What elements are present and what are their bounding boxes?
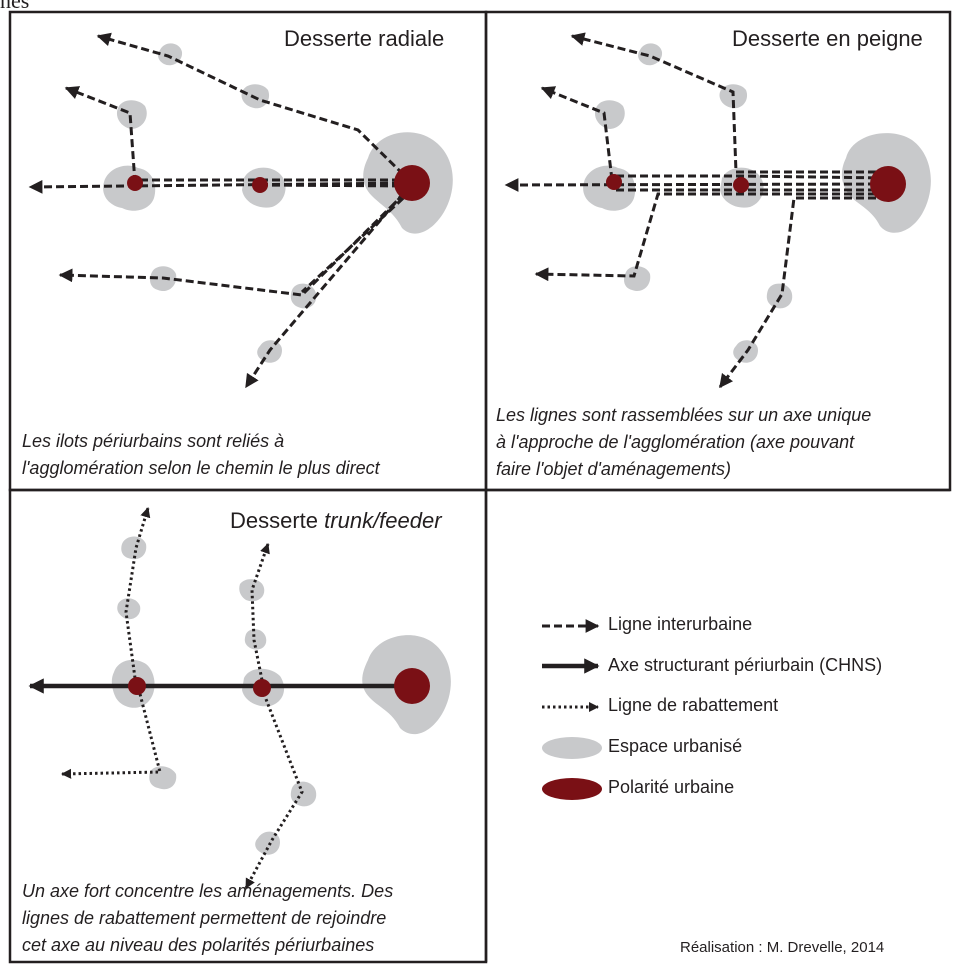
radial-line-northwest [64, 86, 137, 184]
feeder-south-1 [60, 693, 162, 779]
polarity [127, 175, 143, 191]
comb-line-west [504, 178, 889, 192]
radial-urban-spaces [103, 43, 453, 363]
legend-symbols [542, 619, 602, 800]
radial-line-west-3 [259, 183, 413, 188]
feeder-north-1 [124, 507, 151, 679]
urban-space [149, 766, 177, 790]
comb-urban-spaces [583, 43, 931, 363]
legend-label-urban-space: Espace urbanisé [608, 736, 743, 756]
caption-trunk: Un axe fort concentre les aménagements. … [22, 878, 393, 959]
urban-space [244, 629, 267, 650]
caption-radial: Les ilots périurbains sont reliés à l'ag… [22, 428, 380, 482]
radial-dashed-lines [28, 32, 414, 389]
legend-label-feeder: Ligne de rabattement [608, 695, 779, 715]
polarity [128, 677, 146, 695]
caption-line: Un axe fort concentre les aménagements. … [22, 881, 394, 901]
comb-polarities [606, 166, 906, 202]
caption-line: à l'approche de l'agglomération (axe pou… [496, 432, 855, 452]
urban-space [719, 84, 748, 109]
caption-line: l'agglomération selon le chemin le plus … [22, 458, 380, 478]
caption-line: lignes de rabattement permettent de rejo… [22, 908, 387, 928]
legend-label-urban-polarity: Polarité urbaine [608, 777, 735, 797]
legend-grey-ellipse [542, 737, 602, 759]
comb-line-southwest [718, 196, 888, 389]
comb-line-north [570, 32, 888, 174]
trunk-polarities [128, 668, 430, 704]
polarity [253, 679, 271, 697]
urban-space [624, 266, 651, 292]
radial-line-southwest-2 [300, 188, 414, 294]
urban-space [594, 100, 625, 129]
caption-line: cet axe au niveau des polarités périurba… [22, 935, 375, 955]
urban-space [116, 100, 147, 129]
cropped-heading-fragment: nes [0, 0, 30, 13]
polarity-agglomeration [394, 668, 430, 704]
panel-title-trunk-italic: trunk/feeder [324, 508, 442, 533]
polarity [252, 177, 268, 193]
panel-frames [8, 10, 952, 964]
caption-line: Les lignes sont rassemblées sur un axe u… [496, 405, 872, 425]
urban-space [255, 831, 280, 855]
urban-space [239, 579, 265, 602]
trunk-feeder-lines [60, 507, 304, 889]
frame-radial [8, 10, 488, 492]
panel-title-radial: Desserte radiale [284, 26, 445, 51]
polarity [733, 177, 749, 193]
urban-space [290, 283, 317, 309]
panel-title-comb: Desserte en peigne [732, 26, 923, 51]
comb-line-west-low [534, 192, 888, 282]
radial-line-north [96, 32, 414, 185]
legend-red-ellipse [542, 778, 602, 800]
caption-line: Les ilots périurbains sont reliés à [22, 431, 285, 451]
comb-line-1 [612, 174, 889, 180]
feeder-south-2 [244, 693, 304, 889]
radial-line-west [28, 179, 413, 194]
panel-title-trunk-prefix: Desserte [230, 508, 325, 533]
radial-line-southwest [244, 182, 414, 389]
legend-label-interurban: Ligne interurbaine [608, 614, 753, 634]
caption-comb: Les lignes sont rassemblées sur un axe u… [496, 402, 871, 483]
comb-line-northwest [540, 86, 614, 181]
polarity-agglomeration [394, 165, 430, 201]
caption-line: faire l'objet d'aménagements) [496, 459, 732, 479]
credit-text: Réalisation : M. Drevelle, 2014 [680, 939, 885, 956]
urban-space [290, 781, 317, 807]
radial-polarities [127, 165, 430, 201]
legend-label-structuring-axis: Axe structurant périurbain (CHNS) [608, 655, 883, 675]
feeder-north-2 [250, 543, 270, 681]
urban-space [117, 598, 141, 620]
polarity-agglomeration [870, 166, 906, 202]
urban-space [121, 536, 147, 560]
polarity [606, 174, 622, 190]
comb-dashed-lines [504, 32, 889, 389]
panel-title-trunk: Desserte trunk/feeder [230, 508, 442, 534]
